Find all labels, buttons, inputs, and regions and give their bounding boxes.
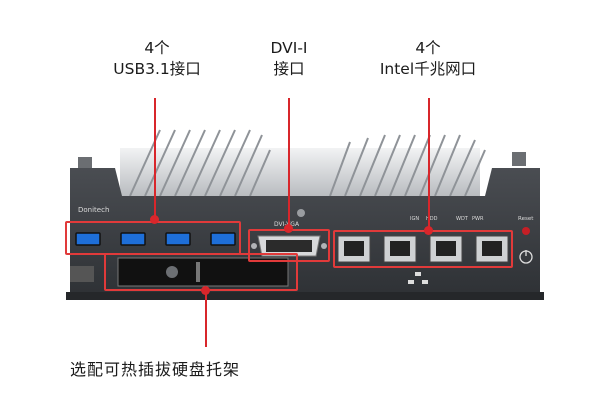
- lan-leader-line: [428, 98, 430, 230]
- led-label-hdd: HDD: [426, 216, 438, 222]
- lan-type-label: Intel千兆网口: [379, 60, 477, 78]
- lan-count-label: 4个: [415, 39, 441, 57]
- brand-text: Donitech: [78, 206, 109, 214]
- lan-highlight-box: [333, 230, 513, 268]
- usb-highlight-box: [65, 221, 241, 255]
- tray-highlight-box: [104, 253, 298, 291]
- reset-label: Reset: [518, 216, 534, 222]
- usb-leader-dot: [150, 215, 159, 224]
- tray-leader-dot: [201, 286, 210, 295]
- dvi-name-label: DVI-I: [270, 39, 308, 57]
- lan-ports: [337, 235, 509, 263]
- led-label-wdt: WDT: [456, 216, 469, 222]
- hdd-tray: [70, 257, 289, 287]
- tray-leader-line: [205, 291, 207, 347]
- usb-type-label: USB3.1接口: [113, 60, 201, 78]
- lan-leader-dot: [424, 226, 433, 235]
- dvi-leader-dot: [284, 224, 293, 233]
- reset-button-dot: [522, 227, 530, 235]
- usb-ports: [75, 232, 236, 246]
- usb-leader-line: [154, 98, 156, 221]
- tray-label: 选配可热插拔硬盘托架: [70, 360, 241, 379]
- usb-count-label: 4个: [144, 39, 170, 57]
- led-label-pwr: PWR: [472, 216, 484, 222]
- dvi-port-label: 接口: [273, 60, 305, 78]
- network-icon: [408, 272, 428, 284]
- led-label-ign: IGN: [410, 216, 419, 222]
- dvi-leader-line: [288, 98, 290, 229]
- heatsink: [78, 129, 526, 197]
